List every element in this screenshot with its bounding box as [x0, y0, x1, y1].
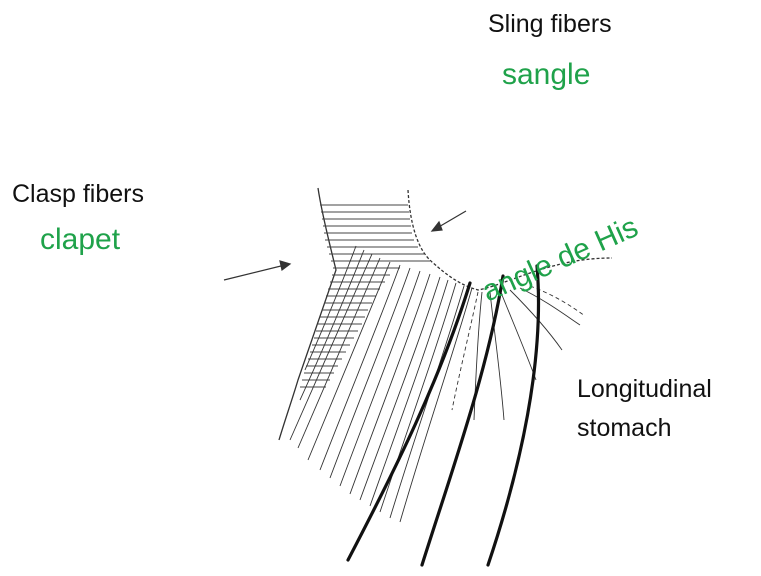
sling-fiber-lines: [290, 246, 472, 522]
sling-arrow-line: [437, 211, 466, 228]
clapet-label: clapet: [40, 225, 120, 255]
clasp-arrow-head: [280, 261, 290, 270]
clasp-fiber-hatching: [300, 205, 430, 387]
clasp-fibers-label: Clasp fibers: [12, 182, 144, 207]
longitudinal-label-line1: Longitudinal: [577, 377, 712, 402]
sling-fibers-label: Sling fibers: [488, 12, 612, 37]
sling-arrow-head: [432, 222, 442, 231]
gastric-fan-fibers: [452, 286, 585, 420]
longitudinal-label-line2: stomach: [577, 416, 671, 441]
clasp-arrow-line: [224, 265, 285, 280]
longitudinal-bold-fibers: [348, 266, 539, 565]
pointer-arrows: [224, 211, 466, 280]
sangle-label: sangle: [502, 60, 590, 90]
